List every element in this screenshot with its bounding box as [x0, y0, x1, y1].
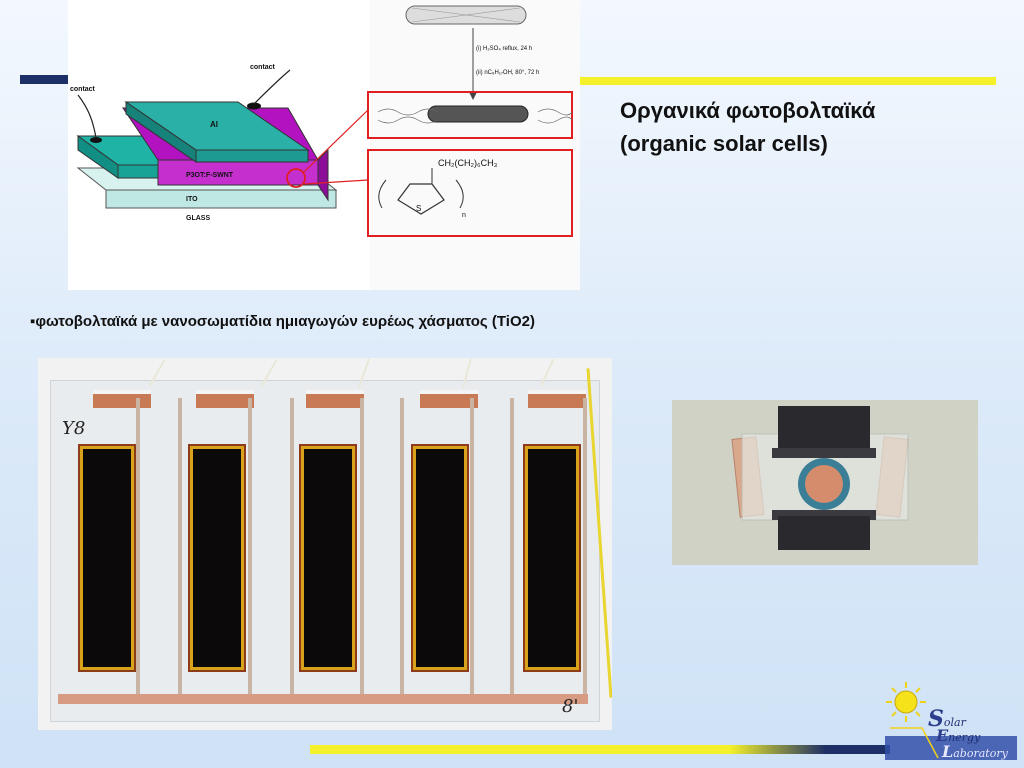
dye-cell-strip: [525, 446, 579, 670]
top-accent-bar-yellow: [578, 77, 996, 85]
copper-tab: [528, 390, 586, 408]
copper-tab: [196, 390, 254, 408]
organic-cell-diagram: contact contact Al P3OT:F-SWNT ITO GLASS…: [68, 0, 580, 290]
cell-divider: [400, 398, 404, 698]
repeat-unit-n: n: [462, 212, 466, 219]
bottom-accent-bar-navy: [730, 745, 890, 754]
handwritten-mark-bottom: 8': [562, 696, 579, 717]
al-layer-label: Al: [210, 120, 218, 129]
glass-layer-label: GLASS: [186, 215, 211, 222]
bullet-point: ▪φωτοβολταϊκά με νανοσωματίδια ημιαγωγών…: [30, 313, 535, 330]
active-layer-label: P3OT:F-SWNT: [186, 172, 234, 179]
side-chain-formula: CH₂(CH₂)₆CH₃: [438, 158, 498, 168]
layer-stack-illustration: [76, 0, 580, 290]
copper-tab: [420, 390, 478, 408]
dye-cell-strip: [190, 446, 244, 670]
dye-cell-strip: [413, 446, 467, 670]
contact-label-left: contact: [70, 86, 95, 93]
cell-divider: [290, 398, 294, 698]
logo-solar: Solar: [928, 706, 966, 732]
thiophene-sulfur-label: S: [416, 204, 422, 213]
cell-divider: [136, 398, 140, 698]
logo-laboratory: Laboratory: [942, 742, 1008, 761]
bottom-contact-strip: [58, 694, 588, 704]
cell-divider: [360, 398, 364, 698]
sun-icon: [885, 682, 1017, 760]
slide-title: Οργανικά φωτοβολταϊκά (organic solar cel…: [620, 94, 875, 160]
dye-cell-strip: [80, 446, 134, 670]
contact-label-top: contact: [250, 64, 275, 71]
top-accent-bar-navy: [20, 75, 72, 84]
dye-cell-strip: [301, 446, 355, 670]
logo-energy: Energy: [936, 726, 981, 745]
cell-divider: [510, 398, 514, 698]
handwritten-mark-top: Y8: [62, 418, 86, 439]
cell-divider: [583, 398, 587, 698]
ito-layer-label: ITO: [186, 196, 198, 203]
bottom-accent-bar-yellow: [310, 745, 730, 754]
device-illustration: [731, 406, 909, 550]
bullet-text: φωτοβολταϊκά με νανοσωματίδια ημιαγωγών …: [35, 313, 535, 330]
solar-energy-laboratory-logo: Solar Energy Laboratory: [882, 680, 1020, 762]
slide-title-english: (organic solar cells): [620, 131, 828, 156]
copper-tab: [306, 390, 364, 408]
tio2-module-photo: Y8 8': [38, 358, 612, 730]
bullet-marker: ▪: [30, 313, 36, 330]
cell-divider: [178, 398, 182, 698]
cell-divider: [248, 398, 252, 698]
slide-title-greek: Οργανικά φωτοβολταϊκά: [620, 98, 876, 123]
cell-divider: [470, 398, 474, 698]
copper-tab: [93, 390, 151, 408]
reaction-step-1: (i) H₂SO₄ reflux, 24 h: [476, 46, 533, 52]
reaction-step-2: (ii) nC₈H₁₇OH, 80°, 72 h: [476, 70, 540, 76]
single-cell-device-photo: [672, 400, 978, 565]
